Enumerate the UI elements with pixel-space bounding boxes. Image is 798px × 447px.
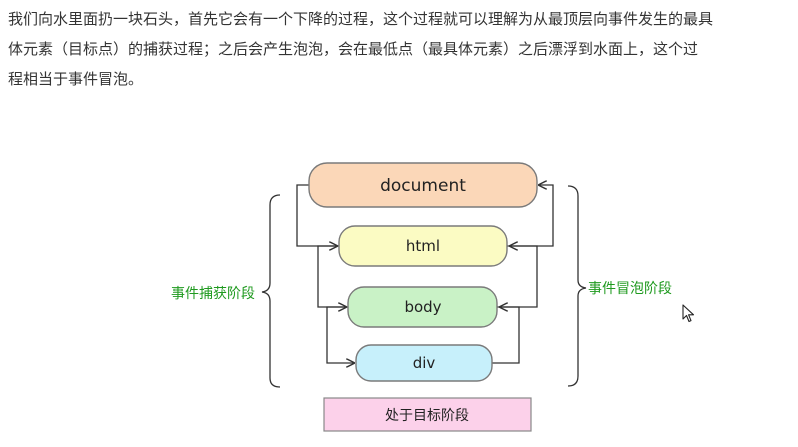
target-phase-box xyxy=(323,397,532,432)
bubble-phase-brace xyxy=(567,185,587,387)
paragraph-line-3: 程相当于事件冒泡。 xyxy=(8,70,144,88)
node-document-box xyxy=(308,162,538,208)
paragraph-line-1: 我们向水里面扔一块石头，首先它会有一个下降的过程，这个过程就可以理解为从最顶层向… xyxy=(8,10,714,28)
capture-phase-label: 事件捕获阶段 xyxy=(171,286,255,302)
target-phase-label: 处于目标阶段 xyxy=(385,408,469,424)
node-body: body xyxy=(347,286,498,328)
capture-arrow-body-div xyxy=(326,306,354,363)
node-document: document xyxy=(308,162,538,208)
capture-phase-brace xyxy=(261,194,281,388)
bubble-connectors xyxy=(492,185,554,364)
node-div: div xyxy=(355,344,493,382)
target-phase: 处于目标阶段 xyxy=(323,397,532,432)
capture-arrow-document-html xyxy=(296,184,337,246)
node-div-label: div xyxy=(413,354,436,372)
node-document-label: document xyxy=(380,176,466,196)
node-html: html xyxy=(338,225,508,267)
mouse-cursor-icon xyxy=(682,304,695,323)
bubble-arrow-html-document xyxy=(507,185,554,247)
node-html-box xyxy=(338,225,508,267)
bubble-phase-label: 事件冒泡阶段 xyxy=(588,281,672,297)
node-body-box xyxy=(347,286,498,328)
node-body-label: body xyxy=(404,298,441,316)
capture-connectors xyxy=(296,184,354,363)
paragraph-line-2: 体元素（目标点）的捕获过程；之后会产生泡泡，会在最低点（最具体元素）之后漂浮到水… xyxy=(8,40,699,58)
node-html-label: html xyxy=(406,237,440,255)
intro-paragraph: 我们向水里面扔一块石头，首先它会有一个下降的过程，这个过程就可以理解为从最顶层向… xyxy=(8,4,790,94)
node-div-box xyxy=(355,344,493,382)
